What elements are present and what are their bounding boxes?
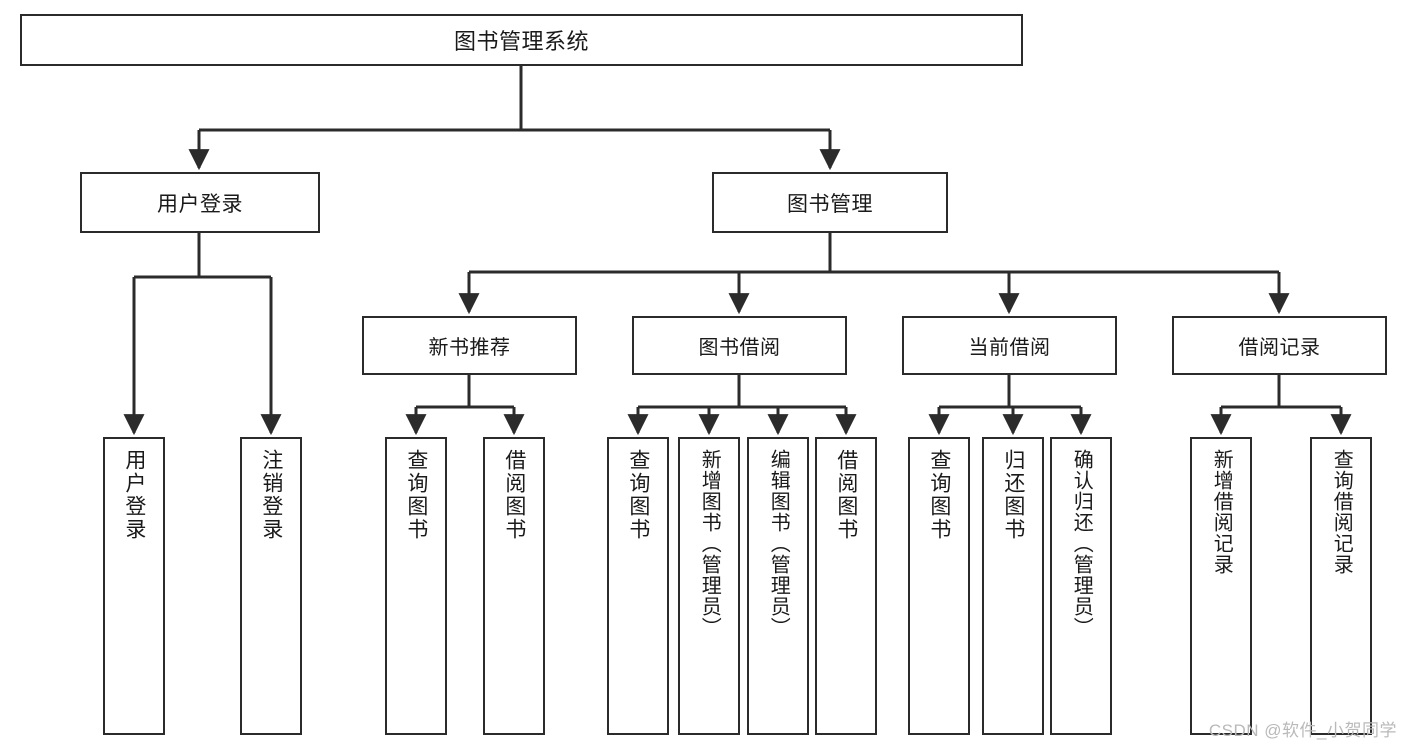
node-label: 当前借阅 [968,337,1051,359]
node-label: 图书借阅 [698,337,781,359]
leaf-book-borrow-borrow-book[interactable]: 借阅图书 [815,437,877,735]
leaf-user-login-logout[interactable]: 注销登录 [240,437,302,735]
leaf-current-borrow-query-book[interactable]: 查询图书 [908,437,970,735]
leaf-current-borrow-return-book[interactable]: 归还图书 [982,437,1044,735]
leaf-label: 注销登录 [259,449,283,541]
leaf-label: 借阅图书 [834,449,858,541]
node-root-library-management-system[interactable]: 图书管理系统 [20,14,1023,66]
leaf-label: 编辑图书（管理员） [767,449,790,638]
leaf-label: 归还图书 [1001,449,1025,541]
leaf-label: 查询借阅记录 [1330,449,1353,575]
leaf-new-book-query-book[interactable]: 查询图书 [385,437,447,735]
leaf-book-borrow-add-book-admin[interactable]: 新增图书（管理员） [678,437,740,735]
leaf-label: 查询图书 [626,449,650,541]
node-label: 用户登录 [157,192,243,216]
leaf-label: 用户登录 [122,449,146,541]
node-label: 图书管理系统 [453,29,589,54]
node-book-borrow[interactable]: 图书借阅 [632,316,847,375]
leaf-label: 借阅图书 [502,449,526,541]
watermark-text: CSDN @软件_小贺同学 [1208,721,1397,740]
node-label: 借阅记录 [1238,337,1321,359]
node-label: 新书推荐 [428,337,511,359]
leaf-book-borrow-edit-book-admin[interactable]: 编辑图书（管理员） [747,437,809,735]
node-user-login[interactable]: 用户登录 [80,172,320,233]
leaf-label: 新增图书（管理员） [698,449,721,638]
node-new-book-recommendation[interactable]: 新书推荐 [362,316,577,375]
leaf-label: 确认归还（管理员） [1070,449,1093,638]
node-borrow-record[interactable]: 借阅记录 [1172,316,1387,375]
node-book-management[interactable]: 图书管理 [712,172,948,233]
leaf-label: 新增借阅记录 [1210,449,1233,575]
leaf-borrow-record-add-record[interactable]: 新增借阅记录 [1190,437,1252,735]
leaf-label: 查询图书 [404,449,428,541]
leaf-label: 查询图书 [927,449,951,541]
node-current-borrow[interactable]: 当前借阅 [902,316,1117,375]
node-label: 图书管理 [787,192,873,216]
leaf-book-borrow-query-book[interactable]: 查询图书 [607,437,669,735]
leaf-current-borrow-confirm-return-admin[interactable]: 确认归还（管理员） [1050,437,1112,735]
leaf-user-login-login[interactable]: 用户登录 [103,437,165,735]
leaf-new-book-borrow-book[interactable]: 借阅图书 [483,437,545,735]
leaf-borrow-record-query-record[interactable]: 查询借阅记录 [1310,437,1372,735]
